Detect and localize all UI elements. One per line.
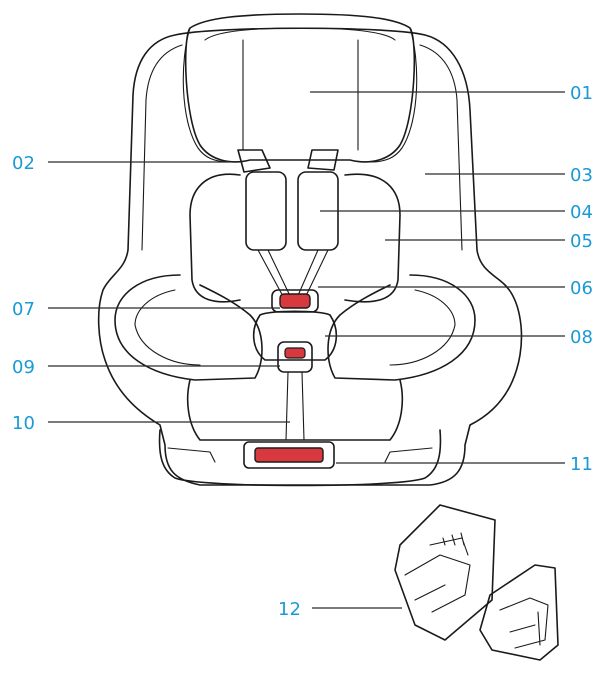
callout-08: 08 <box>570 327 593 348</box>
leader-lines <box>48 91 565 609</box>
car-seat-illustration <box>97 13 523 487</box>
headrest-wing-left <box>182 27 231 163</box>
headrest-inner <box>204 27 396 151</box>
seat-base-inner <box>167 447 433 463</box>
harness-adjuster <box>254 447 324 463</box>
seat-cushion <box>186 379 404 441</box>
callout-03: 03 <box>570 165 593 186</box>
shoulder-guide-right <box>307 149 339 171</box>
shoulder-pad-left <box>245 171 287 251</box>
adjuster-housing <box>243 441 335 469</box>
seat-base <box>158 429 442 487</box>
isofix-connector-right <box>479 564 559 661</box>
harness-strap-right <box>295 249 329 301</box>
callout-11: 11 <box>570 454 593 475</box>
callout-06: 06 <box>570 278 593 299</box>
callout-07: 07 <box>12 299 35 320</box>
callout-05: 05 <box>570 231 593 252</box>
isofix-connector-left-detail <box>404 532 471 613</box>
lap-cushion-right <box>327 274 476 381</box>
isofix-connector-right-detail <box>499 597 549 649</box>
callout-12: 12 <box>278 599 301 620</box>
seat-shell-outline <box>97 27 523 486</box>
buckle-housing <box>277 341 313 373</box>
callout-04: 04 <box>570 202 593 223</box>
callout-labels: 01 02 03 04 05 06 07 08 09 10 11 12 <box>12 83 593 620</box>
backrest-pad-right <box>344 173 401 303</box>
crotch-pad <box>252 310 338 361</box>
callout-02: 02 <box>12 153 35 174</box>
lap-cushion-left <box>114 274 263 381</box>
crotch-strap <box>285 371 305 441</box>
shoulder-guide-left <box>237 149 271 173</box>
seat-shell-inner <box>141 44 463 251</box>
headrest-outline <box>184 13 416 163</box>
isofix-connectors <box>394 504 559 661</box>
buckle <box>284 347 306 359</box>
callout-09: 09 <box>12 357 35 378</box>
lap-cushion-left-inner <box>134 289 201 366</box>
callout-10: 10 <box>12 413 35 434</box>
backrest-pad-left <box>189 173 241 303</box>
isofix-connector-left <box>394 504 496 641</box>
chest-clip <box>279 293 311 309</box>
callout-01: 01 <box>570 83 593 104</box>
lap-cushion-right-inner <box>389 289 456 366</box>
headrest-wing-right <box>369 27 418 163</box>
harness-strap-left <box>257 249 293 301</box>
